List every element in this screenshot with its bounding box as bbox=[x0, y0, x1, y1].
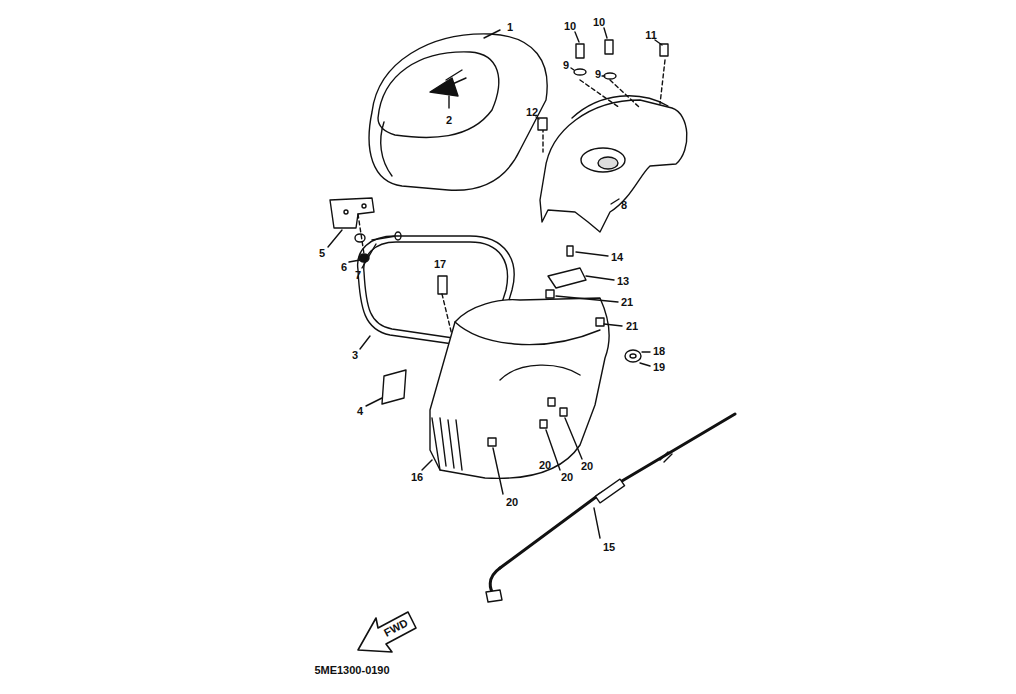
callout-number: 17 bbox=[434, 259, 446, 270]
callout-number: 20 bbox=[539, 460, 551, 471]
callout-number: 10 bbox=[564, 21, 576, 32]
callout-number: 10 bbox=[593, 17, 605, 28]
callout-number: 20 bbox=[561, 472, 573, 483]
callout-number: 4 bbox=[357, 406, 363, 417]
callout-number: 15 bbox=[603, 542, 615, 553]
callout-number: 16 bbox=[411, 472, 423, 483]
callout-number: 20 bbox=[506, 497, 518, 508]
callout-number: 1 bbox=[507, 22, 513, 33]
callout-number: 5 bbox=[319, 248, 325, 259]
callout-number: 8 bbox=[621, 200, 627, 211]
callout-number: 13 bbox=[617, 276, 629, 287]
callout-number: 9 bbox=[595, 69, 601, 80]
callout-number: 14 bbox=[611, 252, 623, 263]
callout-number: 6 bbox=[341, 262, 347, 273]
figure-code: 5ME1300-0190 bbox=[314, 665, 389, 676]
callout-number: 21 bbox=[626, 321, 638, 332]
callout-number: 21 bbox=[621, 297, 633, 308]
callout-number: 20 bbox=[581, 461, 593, 472]
callout-number: 11 bbox=[645, 30, 657, 41]
callout-number: 12 bbox=[526, 107, 538, 118]
callout-number: 18 bbox=[653, 346, 665, 357]
callout-number: 19 bbox=[653, 362, 665, 373]
callout-number: 9 bbox=[563, 60, 569, 71]
callout-number: 7 bbox=[355, 270, 361, 281]
callout-number: 3 bbox=[352, 350, 358, 361]
callout-number: 2 bbox=[446, 115, 452, 126]
